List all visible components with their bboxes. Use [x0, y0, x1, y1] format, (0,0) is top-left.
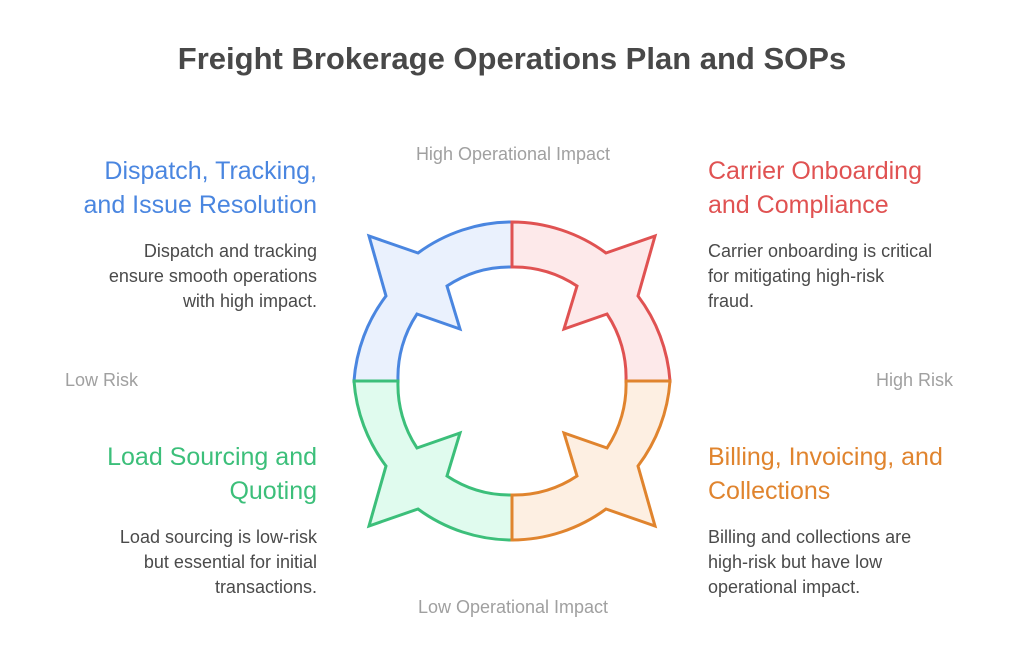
desc-line: operational impact.	[708, 577, 861, 597]
quadrant-description: Billing and collections are high-risk bu…	[708, 525, 998, 600]
quadrant-title: Load Sourcing and Quoting	[27, 440, 317, 508]
quadrant-description: Dispatch and tracking ensure smooth oper…	[27, 239, 317, 314]
title-line: and Issue Resolution	[83, 191, 317, 219]
axis-label-high-impact: High Operational Impact	[415, 144, 611, 164]
desc-line: Carrier onboarding is critical	[708, 241, 933, 261]
title-line: Load Sourcing and	[107, 443, 317, 471]
quadrant-carrier-onboarding: Carrier Onboarding and Compliance Carrie…	[708, 154, 998, 314]
page-title: Freight Brokerage Operations Plan and SO…	[177, 41, 847, 76]
axis-label-high-risk: High Risk	[876, 370, 954, 390]
quadrant-billing: Billing, Invoicing, and Collections Bill…	[708, 440, 998, 600]
arrow-segment-carrier-icon	[510, 220, 672, 383]
desc-line: Dispatch and tracking	[143, 241, 317, 261]
arrow-segment-billing-icon	[510, 379, 672, 542]
desc-line: for mitigating high-risk	[708, 266, 885, 286]
quadrant-load-sourcing: Load Sourcing and Quoting Load sourcing …	[27, 440, 317, 600]
quadrant-description: Load sourcing is low-risk but essential …	[27, 525, 317, 600]
desc-line: fraud.	[708, 291, 755, 311]
arrow-segment-load-sourcing-icon	[352, 379, 514, 542]
title-line: Billing, Invoicing, and	[708, 443, 943, 471]
axis-label-low-risk: Low Risk	[65, 370, 139, 390]
desc-line: Load sourcing is low-risk	[119, 527, 317, 547]
desc-line: Billing and collections are	[708, 527, 912, 547]
axis-label-low-impact: Low Operational Impact	[417, 597, 609, 617]
quadrant-title: Carrier Onboarding and Compliance	[708, 154, 998, 222]
quadrant-title: Dispatch, Tracking, and Issue Resolution	[27, 154, 317, 222]
desc-line: with high impact.	[182, 291, 317, 311]
desc-line: ensure smooth operations	[108, 266, 317, 286]
desc-line: transactions.	[214, 577, 317, 597]
quadrant-dispatch: Dispatch, Tracking, and Issue Resolution…	[27, 154, 317, 314]
desc-line: but essential for initial	[143, 552, 317, 572]
quadrant-description: Carrier onboarding is critical for mitig…	[708, 239, 998, 314]
title-line: Quoting	[229, 477, 317, 505]
title-line: Dispatch, Tracking,	[104, 157, 317, 185]
title-line: Collections	[708, 477, 831, 505]
title-line: and Compliance	[708, 191, 889, 219]
arrow-segment-dispatch-icon	[352, 220, 514, 383]
quadrant-title: Billing, Invoicing, and Collections	[708, 440, 998, 508]
desc-line: high-risk but have low	[708, 552, 883, 572]
title-line: Carrier Onboarding	[708, 157, 922, 185]
